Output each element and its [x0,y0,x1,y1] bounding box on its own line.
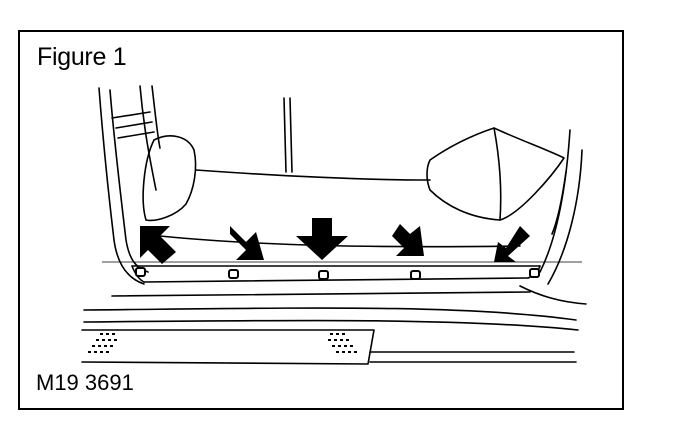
left-pillar-line-inner [109,89,149,273]
figure-code: M19 3691 [36,370,134,395]
step-line-2 [83,307,577,321]
left-pillar-line-4 [151,85,161,149]
arrow-down-right-icon-2 [494,226,530,262]
right-seat-cushion [426,127,565,221]
right-pillar-line [539,129,571,273]
step-line-3 [83,319,579,331]
step-line-1 [111,291,531,297]
clip-4 [410,270,421,280]
clip-1 [135,267,146,277]
arrow-down-icon [296,218,348,260]
centre-post [283,97,293,173]
seat-back-line [195,169,431,181]
right-pillar-line-3 [551,171,567,235]
figure-title: Figure 1 [37,43,127,71]
tread-pattern-right [328,333,357,353]
left-pillar-panel [111,111,155,139]
clip-2 [228,269,239,279]
arrow-down-left-icon [140,226,176,264]
left-seat-cushion [142,135,197,222]
sill-trim-bottom [143,277,529,283]
left-pillar-line [98,87,145,285]
kick-plate [81,329,375,365]
tread-pattern-left [88,333,117,353]
arrow-down-left-icon-2 [230,226,264,260]
clip-3 [318,270,329,280]
right-pillar-line-2 [547,149,583,285]
clip-5 [529,268,540,278]
kick-plate-lower [369,351,577,363]
arrow-down-right-icon [392,224,424,256]
left-pillar-line-3 [139,85,157,191]
step-line-4 [519,285,587,305]
right-seat-crease [493,127,502,221]
